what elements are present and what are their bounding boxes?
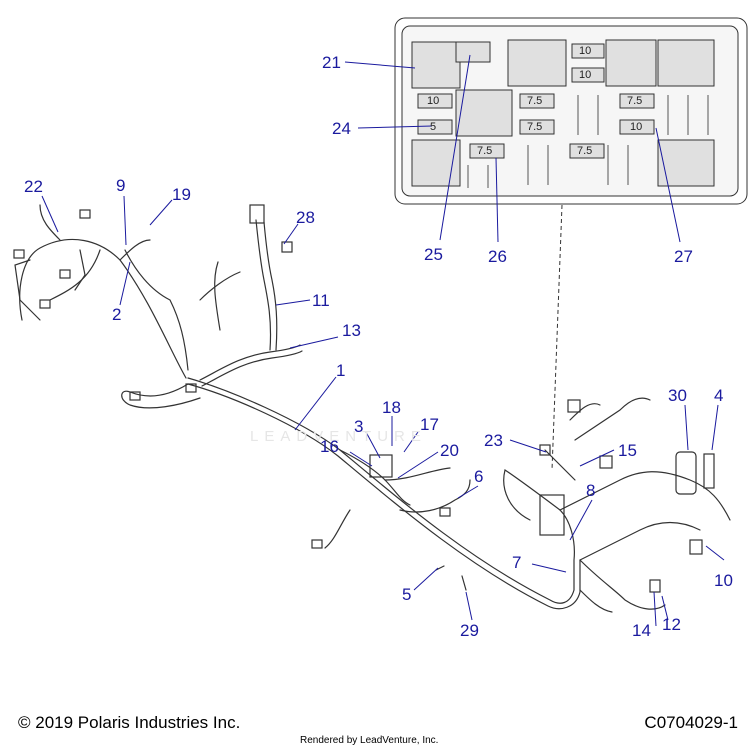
leader-line-4 bbox=[711, 404, 719, 451]
relay-block bbox=[455, 89, 513, 137]
callout-4: 4 bbox=[714, 386, 724, 405]
fuse-rating: 10 bbox=[579, 45, 592, 57]
leader-line-28 bbox=[283, 223, 299, 245]
leader-line-23 bbox=[509, 439, 547, 453]
rendered-by-text: Rendered by LeadVenture, Inc. bbox=[300, 735, 439, 746]
callout-13: 13 bbox=[342, 321, 361, 340]
relay-block bbox=[657, 39, 715, 87]
callout-12: 12 bbox=[662, 615, 681, 634]
fuse-rating: 5 bbox=[430, 121, 437, 133]
harness-line-art bbox=[13, 204, 731, 613]
fuse-box-dashed-link bbox=[551, 204, 563, 471]
leader-line-22 bbox=[41, 195, 59, 233]
fuse bbox=[469, 143, 505, 159]
leader-line-3 bbox=[365, 431, 381, 459]
leader-line-10 bbox=[705, 545, 725, 561]
callout-24: 24 bbox=[332, 119, 351, 138]
leader-line-11 bbox=[275, 299, 311, 306]
callout-14: 14 bbox=[632, 621, 651, 640]
copyright-text: © 2019 Polaris Industries Inc. bbox=[18, 713, 241, 732]
callout-15: 15 bbox=[618, 441, 637, 460]
part-30 bbox=[675, 451, 697, 495]
callout-18: 18 bbox=[382, 398, 401, 417]
callout-25: 25 bbox=[424, 245, 443, 264]
leader-line-27 bbox=[655, 127, 681, 243]
fuse-rating: 7.5 bbox=[577, 145, 593, 157]
leader-line-15 bbox=[579, 449, 615, 467]
leader-line-2 bbox=[119, 261, 131, 306]
callout-26: 26 bbox=[488, 247, 507, 266]
leader-line-13 bbox=[289, 336, 339, 349]
callout-16: 16 bbox=[320, 437, 339, 456]
leader-lines bbox=[41, 54, 725, 627]
callout-21: 21 bbox=[322, 53, 341, 72]
leader-line-20 bbox=[397, 451, 439, 479]
leader-line-17 bbox=[403, 431, 419, 453]
fuse bbox=[519, 93, 555, 109]
callout-11: 11 bbox=[312, 291, 330, 310]
leader-line-21 bbox=[344, 61, 416, 69]
fuse bbox=[571, 43, 605, 59]
callout-19: 19 bbox=[172, 185, 191, 204]
leader-line-14 bbox=[653, 591, 657, 627]
callout-17: 17 bbox=[420, 415, 439, 434]
fuse-rating: 7.5 bbox=[477, 145, 493, 157]
relay-block bbox=[411, 41, 461, 89]
leader-line-5 bbox=[413, 567, 439, 591]
leader-line-16 bbox=[349, 451, 373, 467]
callout-6: 6 bbox=[474, 467, 484, 486]
fuse bbox=[455, 41, 491, 63]
callout-9: 9 bbox=[116, 176, 126, 195]
fuse-box-inset bbox=[394, 17, 748, 205]
callout-5: 5 bbox=[402, 585, 412, 604]
fuse-rating: 7.5 bbox=[527, 121, 543, 133]
fuse-rating: 10 bbox=[579, 69, 592, 81]
fuse-rating: 7.5 bbox=[627, 95, 643, 107]
fuse-rating: 10 bbox=[630, 121, 643, 133]
diagram-code: C0704029-1 bbox=[644, 713, 738, 732]
callout-20: 20 bbox=[440, 441, 459, 460]
leader-line-30 bbox=[684, 404, 689, 451]
callout-30: 30 bbox=[668, 386, 687, 405]
watermark: LEADVENTURE bbox=[250, 428, 427, 445]
fuse bbox=[417, 93, 453, 109]
callout-1: 1 bbox=[336, 361, 346, 380]
callout-8: 8 bbox=[586, 481, 596, 500]
fuse bbox=[619, 93, 655, 109]
callout-29: 29 bbox=[460, 621, 479, 640]
relay-block bbox=[507, 39, 567, 87]
callout-28: 28 bbox=[296, 208, 315, 227]
leader-line-26 bbox=[495, 157, 499, 243]
callout-10: 10 bbox=[714, 571, 733, 590]
leader-line-29 bbox=[465, 591, 473, 621]
fuse bbox=[417, 119, 453, 135]
leader-line-12 bbox=[661, 595, 669, 621]
callout-2: 2 bbox=[112, 305, 122, 324]
fuse bbox=[569, 143, 605, 159]
part-4 bbox=[703, 453, 715, 489]
fuse-rating: 7.5 bbox=[527, 95, 543, 107]
fuse bbox=[619, 119, 655, 135]
leader-line-6 bbox=[457, 485, 479, 499]
fuse-rating: 10 bbox=[427, 95, 440, 107]
callout-3: 3 bbox=[354, 417, 364, 436]
callout-27: 27 bbox=[674, 247, 693, 266]
relay-block bbox=[605, 39, 657, 87]
leader-line-24 bbox=[357, 125, 433, 129]
fuse bbox=[571, 67, 605, 83]
leader-line-7 bbox=[531, 563, 567, 573]
relay-block bbox=[657, 139, 715, 187]
callout-22: 22 bbox=[24, 177, 43, 196]
leader-line-25 bbox=[439, 54, 471, 241]
callout-7: 7 bbox=[512, 553, 522, 572]
leader-line-19 bbox=[149, 199, 173, 226]
fuse bbox=[519, 119, 555, 135]
leader-line-1 bbox=[294, 376, 337, 431]
leader-line-9 bbox=[123, 195, 127, 246]
callout-23: 23 bbox=[484, 431, 503, 450]
leader-line-8 bbox=[569, 499, 593, 541]
